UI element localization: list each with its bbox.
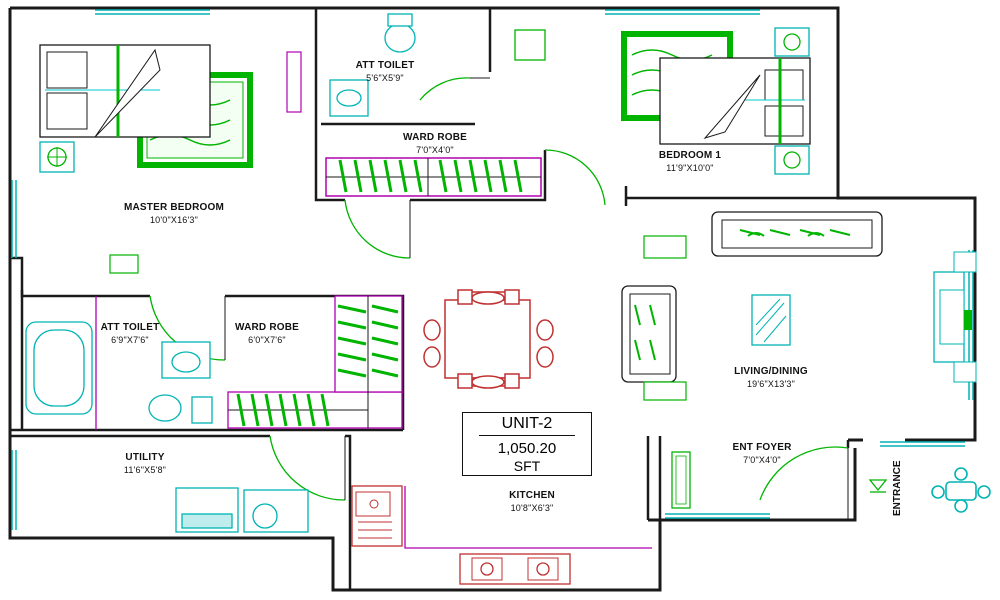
room-name: WARD ROBE <box>234 322 300 333</box>
unit-area-unit: SFT <box>513 458 541 474</box>
interior-walls <box>10 8 850 590</box>
door-leaves <box>224 77 849 520</box>
room-dims: 6'9"X7'6" <box>111 335 149 345</box>
room-label-bedroom-1: BEDROOM 1 11'9"X10'0" <box>645 150 735 174</box>
entrance-label: ENTRANCE <box>892 460 903 516</box>
master-bed <box>39 44 302 274</box>
bedroom-1-bed <box>621 27 811 175</box>
room-label-ent-foyer: ENT FOYER 7'0"X4'0" <box>712 442 812 466</box>
living-furniture <box>621 211 977 401</box>
room-dims: 5'6"X5'9" <box>366 73 404 83</box>
room-label-att-toilet-left: ATT TOILET 6'9"X7'6" <box>85 322 175 346</box>
door-swings <box>149 77 849 501</box>
room-label-living-dining: LIVING/DINING 19'6"X13'3" <box>716 366 826 390</box>
room-dims: 6'0"X7'6" <box>248 335 286 345</box>
room-name: BEDROOM 1 <box>658 150 722 161</box>
room-label-att-toilet-top: ATT TOILET 5'6"X5'9" <box>340 60 430 84</box>
room-dims: 11'6"X5'8" <box>123 465 167 475</box>
foyer-fixtures <box>671 451 691 509</box>
room-name: KITCHEN <box>509 490 555 501</box>
room-name: LIVING/DINING <box>734 366 808 377</box>
unit-title: UNIT-2 <box>479 413 575 436</box>
entrance-marker <box>868 479 888 493</box>
room-name: ENT FOYER <box>732 442 792 453</box>
dining-set <box>423 289 554 389</box>
unit-info-box: UNIT-2 1,050.20 SFT <box>462 412 592 476</box>
room-label-utility: UTILITY 11'6"X5'8" <box>100 452 190 476</box>
room-dims: 11'9"X10'0" <box>666 163 714 173</box>
room-name: ATT TOILET <box>100 322 160 333</box>
room-dims: 7'0"X4'0" <box>416 145 454 155</box>
room-label-ward-robe-top: WARD ROBE 7'0"X4'0" <box>385 132 485 156</box>
unit-area: 1,050.20 <box>497 440 557 457</box>
room-dims: 10'0"X16'3" <box>149 215 199 225</box>
plant-icon <box>931 467 991 513</box>
kitchen-counter <box>351 485 652 585</box>
room-label-kitchen: KITCHEN 10'8"X6'3" <box>482 490 582 514</box>
room-dims: 19'6"X13'3" <box>746 379 796 389</box>
room-dims: 7'0"X4'0" <box>743 455 781 465</box>
room-label-master-bedroom: MASTER BEDROOM 10'0"X16'3" <box>94 202 254 226</box>
top-wardrobe <box>325 157 542 197</box>
left-wardrobe <box>227 295 403 429</box>
room-name: UTILITY <box>125 452 165 463</box>
room-name: MASTER BEDROOM <box>123 202 225 213</box>
utility-fixtures <box>175 487 309 533</box>
left-toilet-fixtures <box>25 296 213 430</box>
room-dims: 10'8"X6'3" <box>510 503 554 513</box>
top-toilet-fixtures <box>329 13 546 117</box>
room-name: ATT TOILET <box>355 60 415 71</box>
exterior-walls <box>8 6 977 592</box>
room-label-ward-robe-left: WARD ROBE 6'0"X7'6" <box>222 322 312 346</box>
room-name: WARD ROBE <box>402 132 468 143</box>
